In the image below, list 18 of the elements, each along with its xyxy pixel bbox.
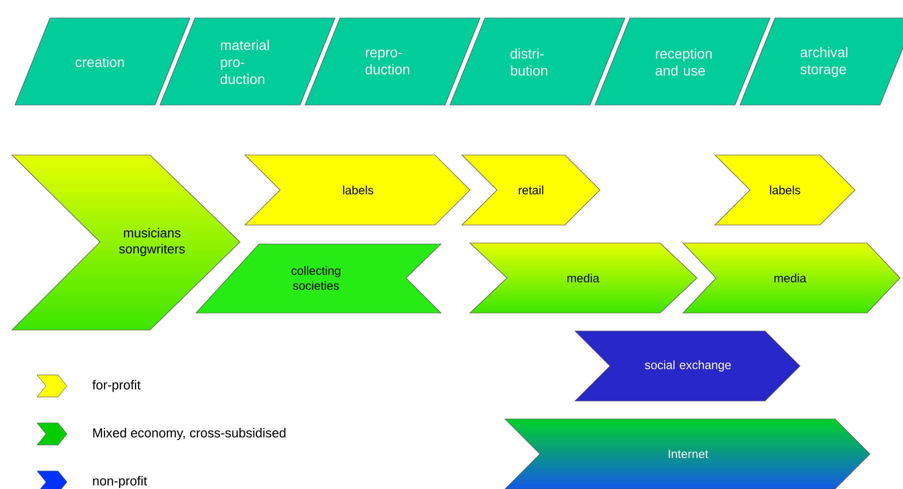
sector-band: musicians songwriters [11,154,240,330]
stage-parallelogram: distri-bution [450,18,626,106]
stage-parallelogram: archival storage [740,18,903,106]
stage-parallelogram: material pro-duction [160,18,336,106]
sector-band: media [682,242,900,314]
stage-parallelogram: repro-duction [304,18,480,106]
node-label: archival storage [800,46,848,78]
legend-label: for-profit [92,380,140,392]
sector-band: retail [461,154,600,226]
sector-band: labels [244,154,470,226]
stage-parallelogram: creation [14,18,190,106]
legend-label: non-profit [93,476,148,488]
sector-band: labels [714,154,856,226]
stage-parallelogram: reception and use [594,18,770,106]
legend-label: Mixed economy, cross-subsidised [93,428,286,440]
sector-band: social exchange [574,330,800,402]
sector-band: media [469,242,698,314]
sector-band: Internet [504,418,870,489]
